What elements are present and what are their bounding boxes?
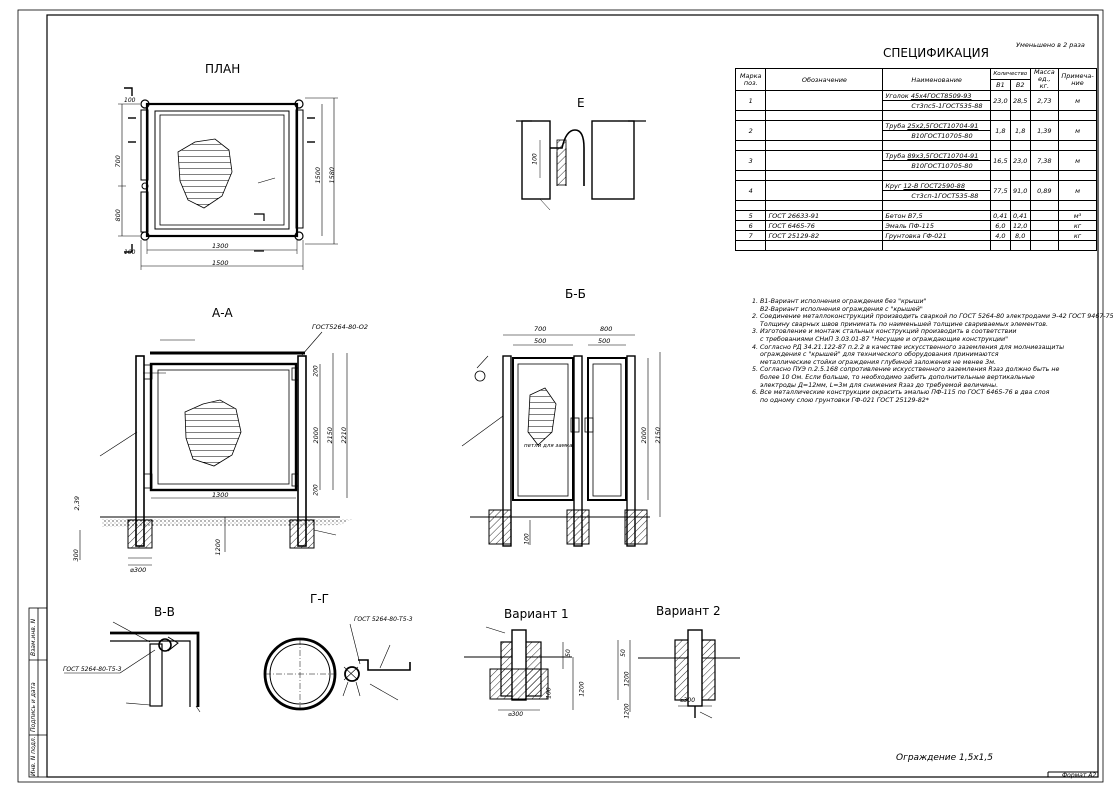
spec-h-mark: Марка поз. (734, 68, 767, 91)
spec-h-note: Примеча-ние (1058, 68, 1097, 91)
bb-dim-700: 700 (534, 325, 547, 333)
bb-lock-label: петли для замка (524, 443, 573, 449)
plan-dim-1500: 1500 (212, 259, 229, 267)
bottom-stamp (1047, 771, 1098, 777)
variant-2 (617, 629, 740, 719)
aa-dim-1200: 1200 (214, 538, 223, 556)
section-bb (461, 334, 661, 547)
variant-1-title: Вариант 1 (504, 607, 569, 621)
spec-h-v2: В2 (1009, 79, 1031, 91)
aa-dim-2000: 2000 (312, 426, 321, 444)
section-vv-title: В-В (154, 605, 175, 619)
aa-dim-200b: 200 (312, 484, 320, 496)
plan-dim-800: 800 (113, 209, 122, 222)
section-gg-title: Г-Г (310, 592, 329, 606)
plan-dim-1300: 1300 (212, 242, 229, 250)
spec-h-qty: Количество (990, 68, 1031, 80)
bb-dim-500a: 500 (534, 337, 547, 345)
plan-dim-100b: 100 (124, 249, 136, 256)
spec-row: 2 Труба 25х2,5ГОСТ10704-91 1,8 1,8 1,39 … (734, 120, 1097, 141)
bb-dim-500b: 500 (598, 337, 611, 345)
v2-dim-50: 50 (619, 649, 627, 657)
aa-dim-300: 300 (71, 549, 80, 562)
v1-dim-50: 50 (564, 649, 572, 657)
aa-dim-1300: 1300 (212, 491, 229, 499)
inner-frame (46, 14, 1099, 778)
aa-dim-2150: 2150 (326, 426, 335, 444)
scale-note: Уменьшено в 2 раза (1016, 41, 1085, 49)
bb-dim-2000: 2000 (640, 426, 649, 444)
variant-2-title: Вариант 2 (656, 604, 721, 618)
spec-row: 4 Круг 12-В ГОСТ2590-88 77,5 91,0 0,89 м (734, 180, 1097, 201)
vv-gost: ГОСТ 5264-80-Т5-3 (63, 666, 122, 673)
gg-gost: ГОСТ 5264-80-Т5-3 (354, 616, 413, 623)
plan-dim-1580: 1580 (328, 166, 337, 184)
side-vzam: Взам.инв. N (30, 618, 37, 656)
plan-dim-1500v: 1500 (314, 166, 323, 184)
aa-ground: 2,39 (72, 496, 81, 511)
v1-dim-100: 100 (545, 687, 553, 699)
variant-1 (464, 626, 574, 711)
side-inv-podl: Инв. N подл. (30, 736, 37, 776)
outer-frame (17, 9, 1104, 783)
spec-row: 1 Уголок 45х4ГОСТ8509-93 23,0 28,5 2,73 … (734, 90, 1097, 111)
v2-dim-1200b: 1200 (623, 703, 631, 719)
spec-h-v1: В1 (990, 79, 1011, 91)
aa-dim-2210: 2210 (340, 426, 349, 444)
e-dim-100: 100 (531, 153, 539, 165)
spec-h-designation: Обозначение (765, 68, 884, 91)
detail-e (516, 120, 646, 211)
side-podp-data: Подпись и дата (30, 682, 37, 732)
spec-h-name: Наименование (882, 68, 992, 91)
notes-block: 1. В1-Вариант исполнения ограждения без … (752, 298, 1113, 404)
spec-table: Марка поз. Обозначение Наименование Коли… (734, 68, 1097, 251)
side-stamp (28, 607, 48, 778)
plan-view (118, 87, 338, 270)
v2-dim-300: ⌀300 (680, 697, 696, 704)
plan-dim-100a: 100 (124, 97, 136, 104)
plan-dim-700: 700 (113, 155, 122, 168)
aa-dim-200a: 200 (312, 365, 320, 377)
aa-dia300: ⌀300 (130, 566, 147, 574)
bb-dim-800: 800 (600, 325, 613, 333)
drawing-title: Ограждение 1,5х1,5 (896, 753, 993, 763)
bb-dim-100: 100 (523, 533, 531, 545)
v1-dim-300: ⌀300 (508, 711, 524, 718)
section-bb-title: Б-Б (565, 287, 586, 301)
section-gg (263, 623, 411, 711)
plan-title: ПЛАН (205, 62, 241, 76)
bb-dim-2150: 2150 (654, 426, 663, 444)
aa-gost-weld: ГОСТ5264-80-О2 (312, 323, 369, 331)
format-label: Формат А2 (1062, 772, 1097, 779)
detail-e-title: Е (577, 96, 585, 110)
v1-dim-1200: 1200 (578, 681, 586, 697)
section-aa (79, 331, 352, 566)
section-aa-title: А-А (212, 306, 233, 320)
v2-dim-1200a: 1200 (623, 671, 631, 687)
spec-row: 3 Труба 89х3,5ГОСТ10704-91 16,5 23,0 7,3… (734, 150, 1097, 171)
section-vv (64, 621, 201, 713)
spec-title: СПЕЦИФИКАЦИЯ (883, 46, 989, 60)
spec-h-mass: Масса ед., кг. (1029, 68, 1060, 91)
